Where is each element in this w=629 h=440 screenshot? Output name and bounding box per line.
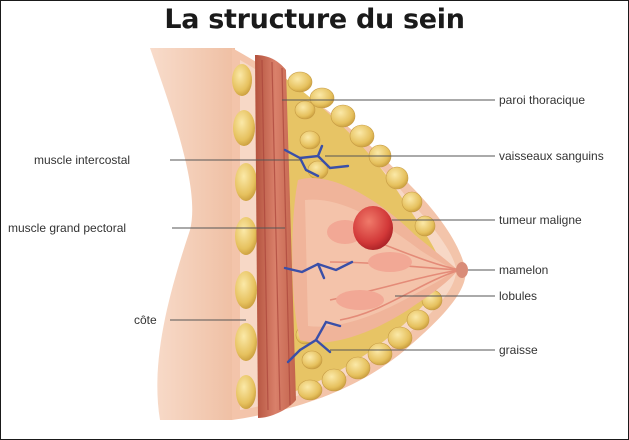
label-muscle-grand-pectoral: muscle grand pectoral xyxy=(8,221,126,235)
label-paroi-thoracique: paroi thoracique xyxy=(499,93,585,107)
label-tumeur-maligne: tumeur maligne xyxy=(499,213,582,227)
body-skin-left xyxy=(150,48,235,420)
tumor xyxy=(353,206,393,250)
nipple xyxy=(456,262,468,278)
label-lobules: lobules xyxy=(499,289,537,303)
label-vaisseaux-sanguins: vaisseaux sanguins xyxy=(499,149,604,163)
label-graisse: graisse xyxy=(499,343,538,357)
label-muscle-intercostal: muscle intercostal xyxy=(34,153,130,167)
label-cote: côte xyxy=(134,313,157,327)
label-mamelon: mamelon xyxy=(499,263,548,277)
